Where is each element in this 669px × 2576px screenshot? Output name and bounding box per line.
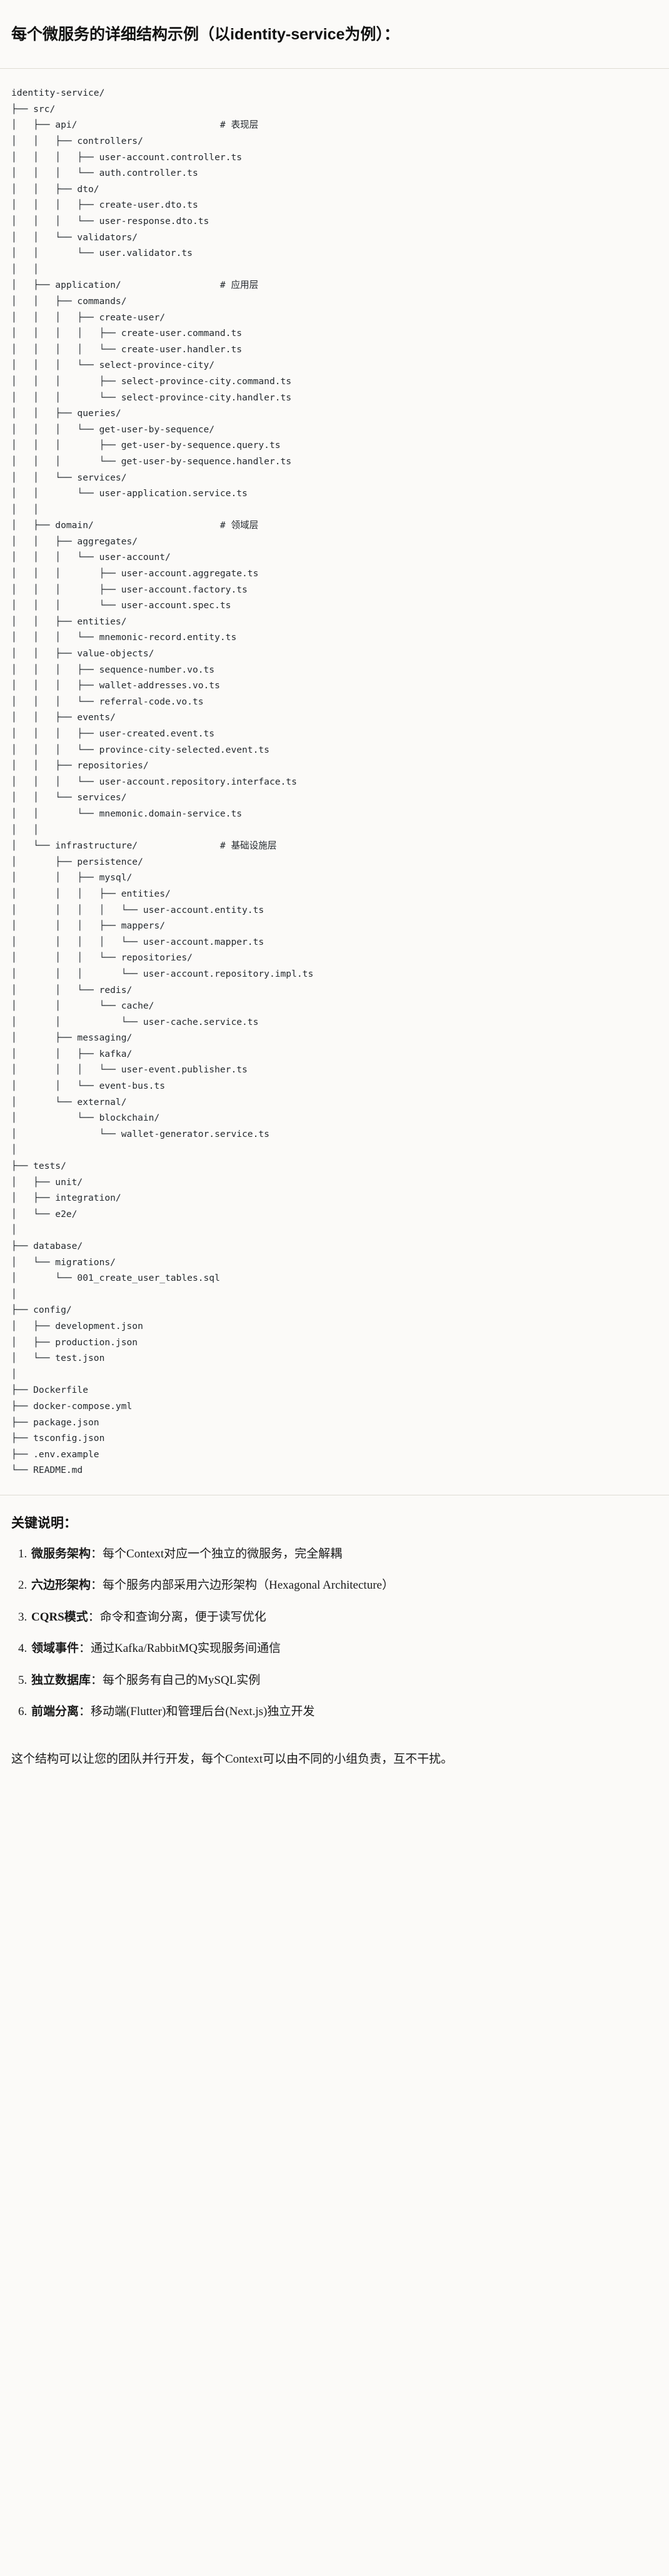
list-item: 六边形架构：每个服务内部采用六边形架构（Hexagonal Architectu… — [30, 1577, 658, 1595]
key-point-desc: ：每个Context对应一个独立的微服务，完全解耦 — [91, 1547, 343, 1560]
key-point-desc: ：移动端(Flutter)和管理后台(Next.js)独立开发 — [79, 1705, 315, 1719]
key-points-section: 关键说明： 微服务架构：每个Context对应一个独立的微服务，完全解耦 六边形… — [0, 1495, 669, 1741]
list-item: 前端分离：移动端(Flutter)和管理后台(Next.js)独立开发 — [30, 1703, 658, 1721]
key-point-desc: ：命令和查询分离，便于读写优化 — [88, 1610, 266, 1624]
list-item: 独立数据库：每个服务有自己的MySQL实例 — [30, 1672, 658, 1690]
key-point-desc: ：每个服务有自己的MySQL实例 — [91, 1673, 261, 1687]
key-point-term: CQRS模式 — [31, 1610, 88, 1624]
key-point-term: 前端分离 — [31, 1705, 79, 1719]
key-point-term: 微服务架构 — [31, 1547, 91, 1560]
list-item: 领域事件：通过Kafka/RabbitMQ实现服务间通信 — [30, 1640, 658, 1658]
list-item: 微服务架构：每个Context对应一个独立的微服务，完全解耦 — [30, 1545, 658, 1564]
divider-top — [0, 68, 669, 69]
page-title: 每个微服务的详细结构示例（以identity-service为例）： — [11, 25, 400, 43]
document-root: 每个微服务的详细结构示例（以identity-service为例）： ident… — [0, 11, 669, 1769]
list-item: CQRS模式：命令和查询分离，便于读写优化 — [30, 1609, 658, 1627]
directory-tree: identity-service/ ├── src/ │ ├── api/ # … — [11, 88, 314, 1476]
key-points-title: 关键说明： — [11, 1515, 77, 1530]
key-points-list: 微服务架构：每个Context对应一个独立的微服务，完全解耦 六边形架构：每个服… — [11, 1545, 658, 1721]
key-point-term: 领域事件 — [31, 1642, 79, 1656]
directory-tree-block: identity-service/ ├── src/ │ ├── api/ # … — [0, 69, 669, 1495]
key-point-term: 独立数据库 — [31, 1673, 91, 1687]
key-point-desc: ：通过Kafka/RabbitMQ实现服务间通信 — [79, 1642, 281, 1656]
closing-paragraph: 这个结构可以让您的团队并行开发，每个Context可以由不同的小组负责，互不干扰… — [11, 1752, 453, 1766]
key-point-desc: ：每个服务内部采用六边形架构（Hexagonal Architecture） — [91, 1579, 394, 1592]
key-point-term: 六边形架构 — [31, 1579, 91, 1592]
